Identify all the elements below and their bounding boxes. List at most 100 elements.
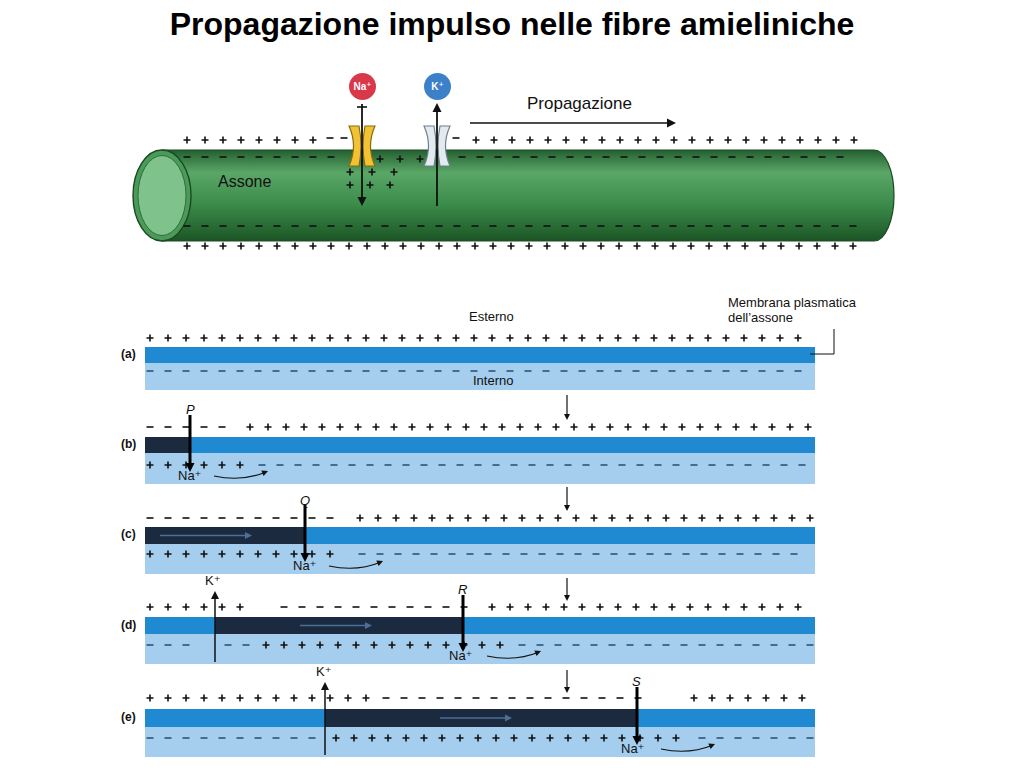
minus-charge xyxy=(353,606,360,608)
plus-charge xyxy=(184,243,191,250)
minus-charge xyxy=(291,517,298,519)
minus-charge xyxy=(525,370,532,372)
minus-charge xyxy=(165,737,172,739)
plus-charge xyxy=(799,695,806,702)
minus-charge xyxy=(491,697,498,699)
plus-charge xyxy=(643,424,650,431)
plus-charge xyxy=(299,642,306,649)
plus-charge xyxy=(543,604,550,611)
minus-charge xyxy=(599,697,606,699)
minus-charge xyxy=(609,644,616,646)
plus-charge xyxy=(346,243,353,250)
plus-charge xyxy=(579,335,586,342)
plus-charge xyxy=(445,424,452,431)
minus-charge xyxy=(745,464,752,466)
plus-charge xyxy=(255,695,262,702)
minus-charge xyxy=(633,370,640,372)
plus-charge xyxy=(688,243,695,250)
arrow-head xyxy=(564,687,570,693)
plus-charge xyxy=(795,335,802,342)
panel-letter: (b) xyxy=(121,438,136,452)
plus-charge xyxy=(201,604,208,611)
plus-charge xyxy=(727,695,734,702)
plus-charge xyxy=(219,551,226,558)
plus-charge xyxy=(627,515,634,522)
minus-charge xyxy=(573,644,580,646)
minus-charge xyxy=(597,370,604,372)
minus-charge xyxy=(719,553,726,555)
plus-charge xyxy=(183,551,190,558)
plus-charge xyxy=(147,335,154,342)
minus-charge xyxy=(583,464,590,466)
plus-charge xyxy=(238,243,245,250)
minus-charge xyxy=(237,737,244,739)
plus-charge xyxy=(633,604,640,611)
plus-charge xyxy=(507,604,514,611)
plus-charge xyxy=(653,137,660,144)
plus-charge xyxy=(237,335,244,342)
plus-charge xyxy=(309,695,316,702)
plus-charge xyxy=(681,515,688,522)
plus-charge xyxy=(789,515,796,522)
minus-charge xyxy=(381,370,388,372)
plus-charge xyxy=(687,335,694,342)
cytoplasm-band xyxy=(145,363,815,390)
plus-charge xyxy=(237,462,244,469)
minus-charge xyxy=(593,553,600,555)
plus-charge xyxy=(490,243,497,250)
plus-charge xyxy=(457,735,464,742)
minus-charge xyxy=(421,464,428,466)
plus-charge xyxy=(202,137,209,144)
potassium-efflux-arrow xyxy=(324,688,326,755)
plus-charge xyxy=(219,695,226,702)
minus-charge xyxy=(147,370,154,372)
plus-charge xyxy=(443,642,450,649)
minus-charge xyxy=(763,464,770,466)
minus-charge xyxy=(457,464,464,466)
plus-charge xyxy=(165,551,172,558)
minus-charge xyxy=(225,644,232,646)
plus-charge xyxy=(741,604,748,611)
plus-charge xyxy=(283,424,290,431)
plus-charge xyxy=(165,462,172,469)
minus-charge xyxy=(755,553,762,555)
plus-charge xyxy=(453,335,460,342)
plus-charge xyxy=(183,695,190,702)
minus-charge xyxy=(383,697,390,699)
plus-charge xyxy=(743,137,750,144)
sequence-arrow xyxy=(566,487,567,507)
minus-charge xyxy=(521,553,528,555)
minus-charge xyxy=(255,370,262,372)
plus-charge xyxy=(571,424,578,431)
plus-charge xyxy=(219,462,226,469)
minus-charge xyxy=(509,697,516,699)
plus-charge xyxy=(381,335,388,342)
plus-charge xyxy=(525,335,532,342)
plus-charge xyxy=(735,515,742,522)
plus-charge xyxy=(274,243,281,250)
minus-charge xyxy=(543,370,550,372)
minus-charge xyxy=(799,464,806,466)
point-letter: S xyxy=(632,675,641,690)
plus-charge xyxy=(797,137,804,144)
plus-charge xyxy=(745,695,752,702)
plus-charge xyxy=(607,424,614,431)
ion-circle: Na⁺ xyxy=(349,73,376,100)
region-label: Esterno xyxy=(469,310,514,325)
plus-charge xyxy=(832,243,839,250)
minus-charge xyxy=(723,370,730,372)
arrow-head xyxy=(433,103,442,112)
plus-charge xyxy=(385,735,392,742)
minus-charge xyxy=(327,370,334,372)
plus-charge xyxy=(147,695,154,702)
plus-charge xyxy=(589,424,596,431)
plus-charge xyxy=(580,243,587,250)
plus-charge xyxy=(753,515,760,522)
plus-charge xyxy=(310,137,317,144)
minus-charge xyxy=(791,553,798,555)
cytoplasm-band xyxy=(145,453,815,484)
plus-charge xyxy=(723,335,730,342)
minus-charge xyxy=(519,644,526,646)
minus-charge xyxy=(219,517,226,519)
plus-charge xyxy=(850,243,857,250)
